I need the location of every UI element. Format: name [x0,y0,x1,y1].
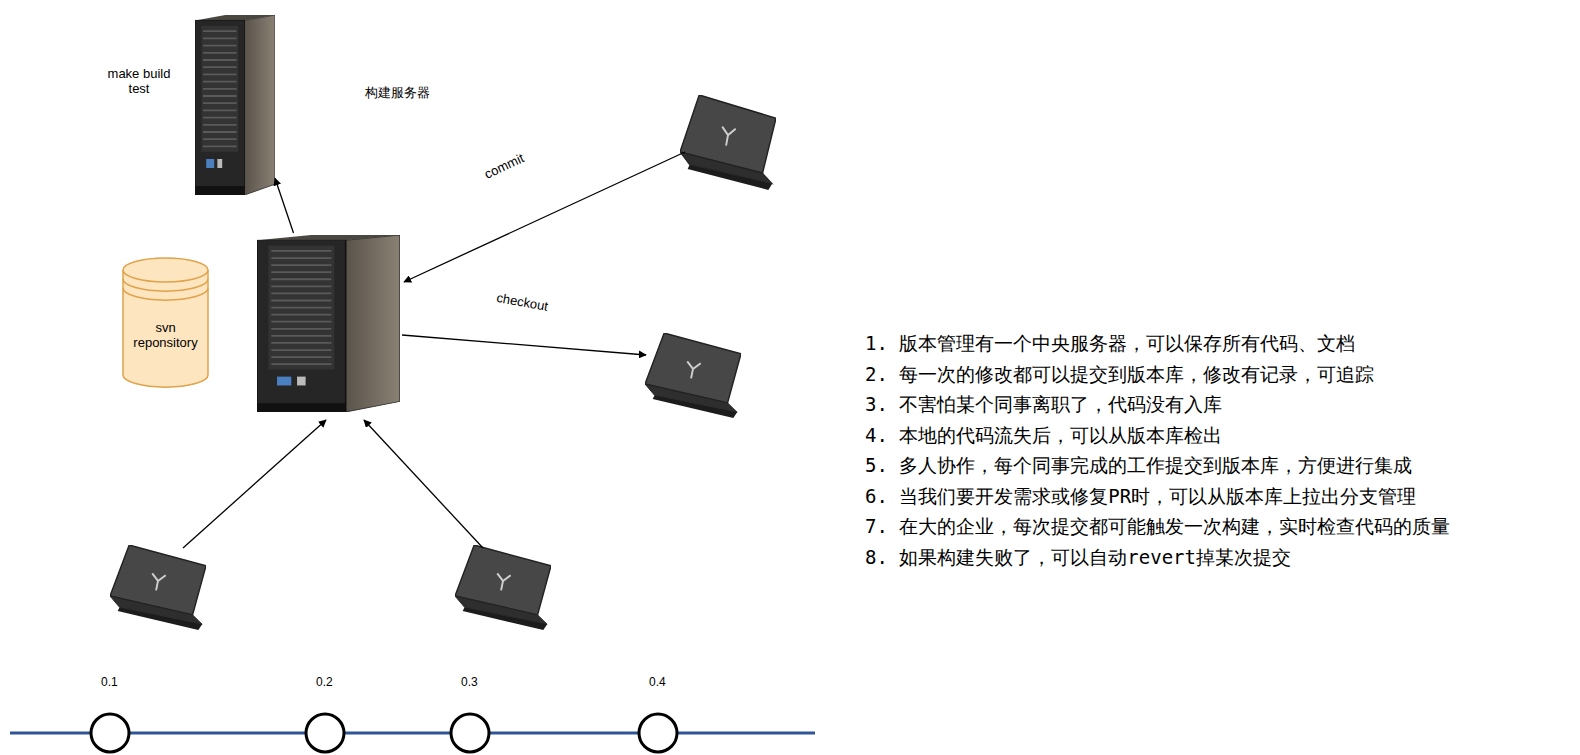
note-item: 1. 版本管理有一个中央服务器，可以保存所有代码、文档 [865,331,1355,357]
server-note: make build test [107,67,171,97]
note-item: 8. 如果构建失败了，可以自动revert掉某次提交 [865,545,1291,571]
note-item: 3. 不害怕某个同事离职了，代码没有入库 [865,392,1222,418]
build-server: make build test构建服务器 [195,15,275,195]
connector-arrow [275,178,294,233]
note-item: 4. 本地的代码流失后，可以从版本库检出 [865,423,1222,449]
repository-label: svn reponsitory [123,321,208,351]
version-number: 0.1 [101,675,118,689]
note-item: 6. 当我们要开发需求或修复PR时，可以从版本库上拉出分支管理 [865,484,1416,510]
note-item: 7. 在大的企业，每次提交都可能触发一次构建，实时检查代码的质量 [865,514,1450,540]
svn-server: svn reponsitory [257,235,400,412]
note-item: 5. 多人协作，每个同事完成的工作提交到版本库，方便进行集成 [865,453,1412,479]
version-number: 0.3 [461,675,478,689]
server-caption: 构建服务器 [365,86,430,101]
edge-label: checkout [495,290,549,314]
note-item: 2. 每一次的修改都可以提交到版本库，修改有记录，可追踪 [865,362,1374,388]
edge-label: commit [482,150,526,181]
version-number: 0.2 [316,675,333,689]
version-number: 0.4 [649,675,666,689]
